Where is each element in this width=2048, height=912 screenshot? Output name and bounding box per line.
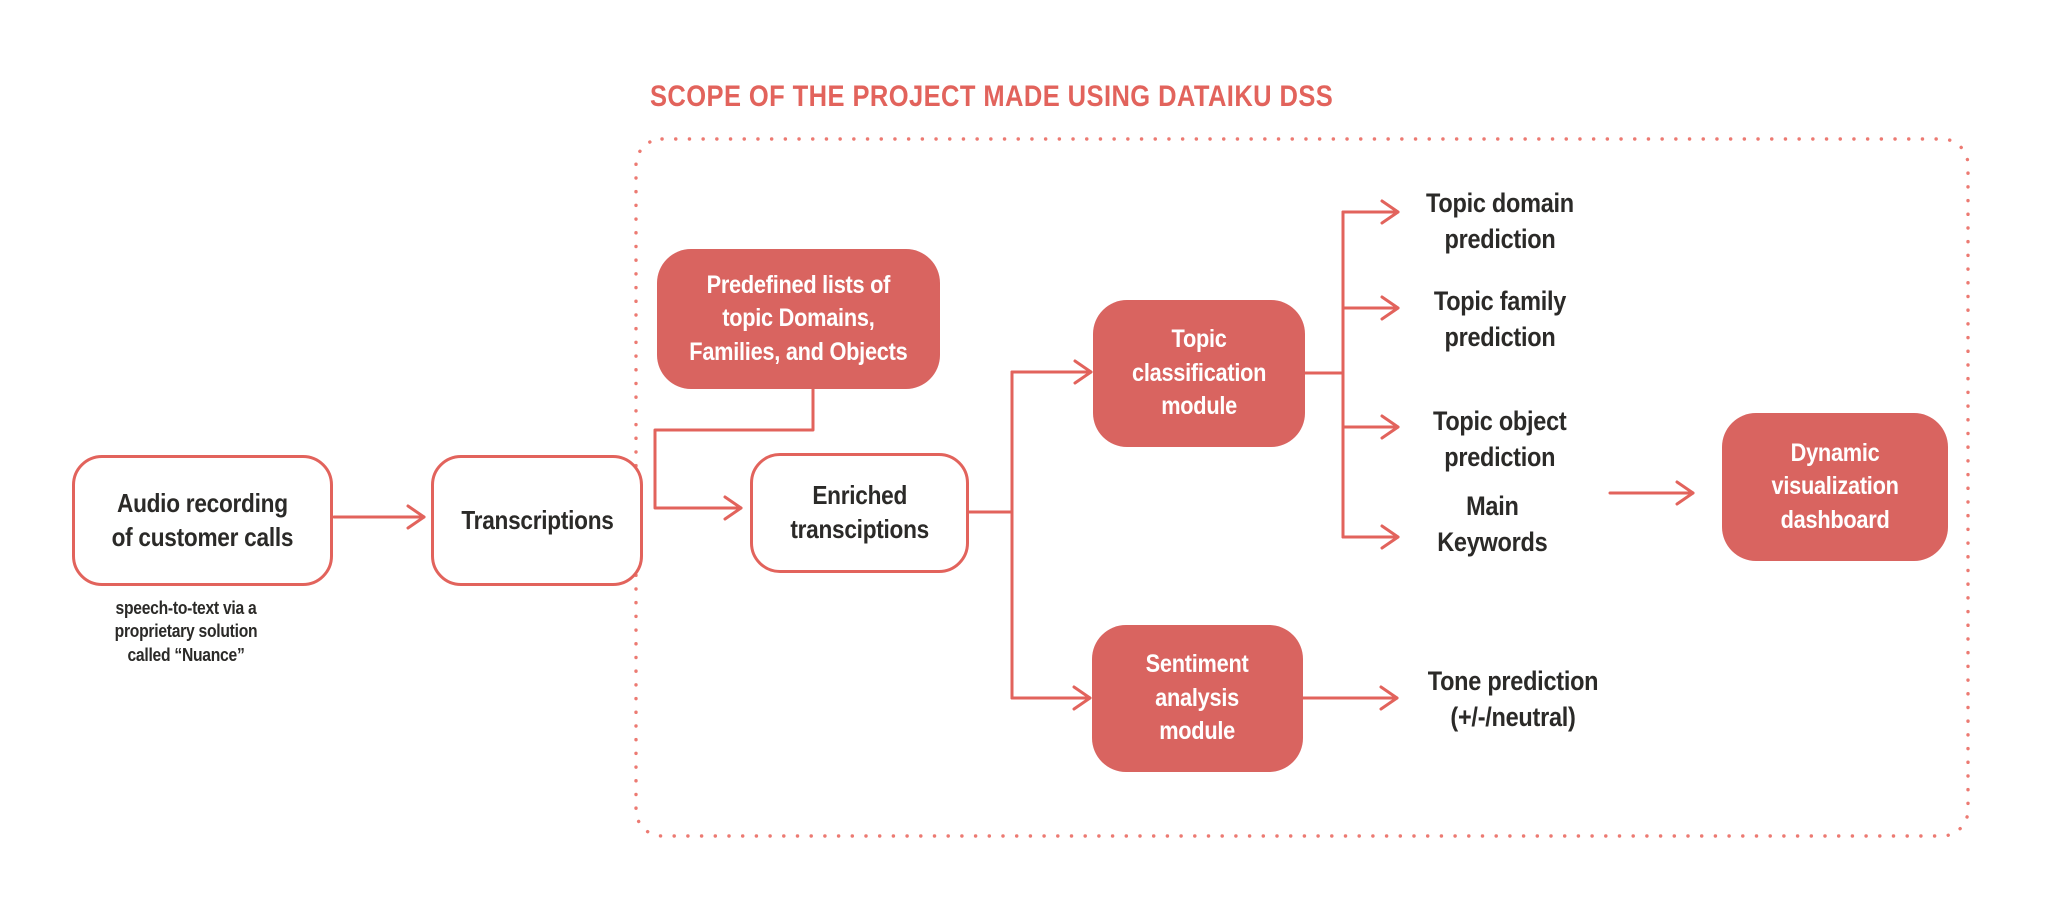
scope-title: SCOPE OF THE PROJECT MADE USING DATAIKU … <box>650 80 1334 113</box>
node-dynamic-visualization-dashboard: Dynamic visualization dashboard <box>1722 413 1948 561</box>
node-dashboard-label: Dynamic visualization dashboard <box>1771 438 1899 534</box>
node-enriched-transcriptions-label: Enriched transciptions <box>790 480 929 544</box>
node-transcriptions-label: Transcriptions <box>460 504 614 535</box>
node-sentiment-analysis-module: Sentiment analysis module <box>1092 625 1303 772</box>
node-predefined-lists-label: Predefined lists of topic Domains, Famil… <box>689 270 908 366</box>
node-topic-classification-label: Topic classification module <box>1131 325 1267 421</box>
node-audio-recording: Audio recording of customer calls <box>72 455 333 586</box>
node-predefined-lists: Predefined lists of topic Domains, Famil… <box>657 249 940 389</box>
node-audio-recording-label: Audio recording of customer calls <box>111 487 294 552</box>
output-topic-domain-prediction: Topic domain prediction <box>1426 188 1574 254</box>
node-topic-classification-module: Topic classification module <box>1093 300 1305 447</box>
scope-dotted-border <box>634 137 1970 838</box>
caption-speech-to-text: speech-to-text via a proprietary solutio… <box>114 598 258 665</box>
node-sentiment-analysis-label: Sentiment analysis module <box>1146 650 1249 746</box>
output-topic-family-prediction: Topic family prediction <box>1433 286 1567 352</box>
node-transcriptions: Transcriptions <box>431 455 643 586</box>
output-main-keywords: Main Keywords <box>1436 491 1548 557</box>
connector-predefined-to-enriched <box>653 387 815 521</box>
output-topic-object-prediction: Topic object prediction <box>1433 406 1567 472</box>
node-enriched-transcriptions: Enriched transciptions <box>750 453 969 573</box>
output-tone-prediction: Tone prediction (+/-/neutral) <box>1427 666 1598 732</box>
